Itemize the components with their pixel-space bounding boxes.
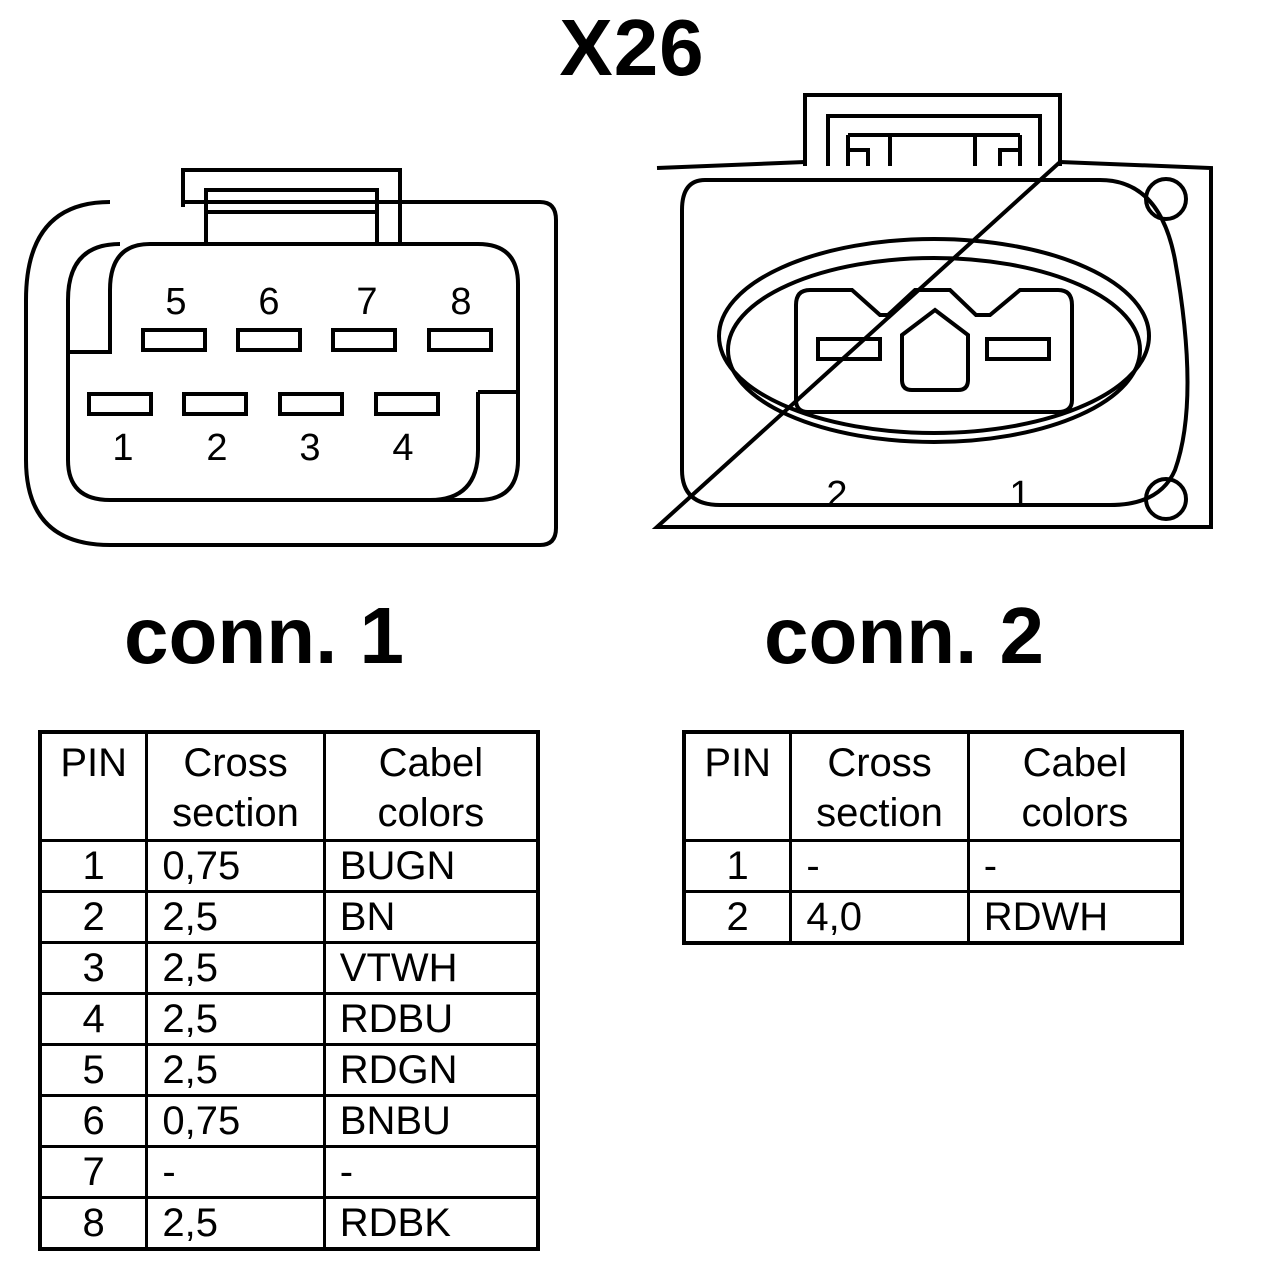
- cell-pin: 4: [38, 991, 149, 1046]
- connector-2-inner-oval: [726, 256, 1142, 444]
- cell-pin: 5: [38, 1042, 149, 1097]
- cell-pin: 6: [38, 1093, 149, 1148]
- cell-cable-color: VTWH: [322, 940, 540, 995]
- connector-2-latch: [803, 93, 1062, 166]
- connector-2-label: conn. 2: [764, 591, 1045, 680]
- header-pin: PIN: [38, 730, 149, 842]
- cell-cable-color: RDBU: [322, 991, 540, 1046]
- pin-slot-6: [236, 328, 302, 352]
- pin-label-7: 7: [356, 281, 377, 323]
- cell-cross-section: 2,5: [145, 1195, 326, 1250]
- cell-cross-section: 2,5: [145, 940, 326, 995]
- connector-2-drawing: [651, 93, 1213, 529]
- table-row: 1--: [682, 838, 1184, 893]
- pin-slot-2: [182, 392, 248, 416]
- connector-2-latch-inner: [826, 114, 1042, 166]
- pin-slot-7: [331, 328, 397, 352]
- header-pin: PIN: [682, 730, 793, 842]
- cell-cross-section: 0,75: [145, 1093, 326, 1148]
- mount-hole-bottom: [1144, 477, 1188, 521]
- pin-slot-5: [141, 328, 207, 352]
- cell-cable-color: RDBK: [322, 1195, 540, 1250]
- connector-1-drawing: [24, 168, 558, 547]
- cell-cable-color: -: [322, 1144, 540, 1199]
- cell-cable-color: RDGN: [322, 1042, 540, 1097]
- pin-label-3: 3: [299, 427, 320, 469]
- cell-cable-color: BNBU: [322, 1093, 540, 1148]
- cell-cross-section: 4,0: [789, 889, 970, 944]
- cell-cross-section: -: [145, 1144, 326, 1199]
- cell-pin: 1: [682, 838, 793, 893]
- cell-cross-section: 2,5: [145, 889, 326, 944]
- connector-2-socket: [794, 288, 1074, 414]
- connector-1-key: [429, 390, 518, 502]
- cell-pin: 2: [682, 889, 793, 944]
- connector-drawings: 5 6 7 8 1 2 3 4 2 1: [24, 93, 1213, 547]
- cell-cable-color: -: [966, 838, 1184, 893]
- connector-2-housing: [651, 159, 1213, 529]
- cell-pin: 7: [38, 1144, 149, 1199]
- pin-slot-1-conn2: [985, 337, 1051, 361]
- connector-1-inner-frame-left: [66, 242, 121, 352]
- pin-slot-2-conn2: [816, 337, 882, 361]
- mount-hole-top: [1144, 177, 1188, 221]
- pin-label-6: 6: [258, 281, 279, 323]
- connector-2-inner-outline: [680, 178, 1190, 507]
- cell-cross-section: 0,75: [145, 838, 326, 893]
- cell-pin: 1: [38, 838, 149, 893]
- cell-pin: 3: [38, 940, 149, 995]
- connector-1-housing: [24, 200, 558, 547]
- connector-2-outer-oval: [717, 237, 1151, 435]
- connector-2-center-key: [900, 307, 970, 392]
- pin-label-1: 1: [112, 427, 133, 469]
- pin-slot-3: [278, 392, 344, 416]
- cell-pin: 8: [38, 1195, 149, 1250]
- pin-label-8: 8: [450, 281, 471, 323]
- pin-label-1-conn2: 1: [1009, 474, 1030, 516]
- pin-label-2: 2: [206, 427, 227, 469]
- pin-label-5: 5: [165, 281, 186, 323]
- cell-cable-color: BUGN: [322, 838, 540, 893]
- connector-1-inner-frame: [66, 242, 520, 502]
- cell-cable-color: RDWH: [966, 889, 1184, 944]
- diagram-title: X26: [559, 3, 705, 92]
- connector-1-latch-inner: [204, 188, 379, 243]
- pin-slot-8: [427, 328, 493, 352]
- cell-cable-color: BN: [322, 889, 540, 944]
- cell-cross-section: -: [789, 838, 970, 893]
- pin-slot-4: [374, 392, 440, 416]
- connector-1-latch: [181, 168, 402, 243]
- connector-1-label: conn. 1: [124, 591, 405, 680]
- pin-label-2-conn2: 2: [826, 474, 847, 516]
- pin-label-4: 4: [392, 427, 413, 469]
- cell-cross-section: 2,5: [145, 991, 326, 1046]
- cell-pin: 2: [38, 889, 149, 944]
- pin-slot-1: [87, 392, 153, 416]
- table-row: 7--: [38, 1144, 540, 1199]
- cell-cross-section: 2,5: [145, 1042, 326, 1097]
